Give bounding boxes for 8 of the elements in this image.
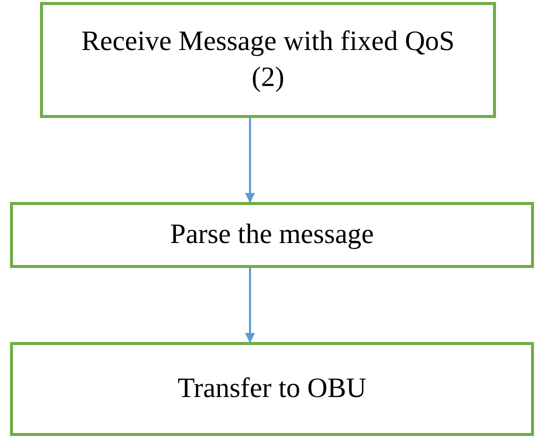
- box-label: Receive Message with fixed QoS (2): [80, 25, 456, 95]
- box-label: Transfer to OBU: [178, 372, 366, 406]
- process-box: [40, 2, 496, 118]
- box-label: Parse the message: [170, 218, 374, 252]
- arrow: [245, 118, 255, 203]
- process-box: [10, 342, 534, 436]
- arrow: [245, 268, 255, 343]
- process-box: [10, 202, 534, 268]
